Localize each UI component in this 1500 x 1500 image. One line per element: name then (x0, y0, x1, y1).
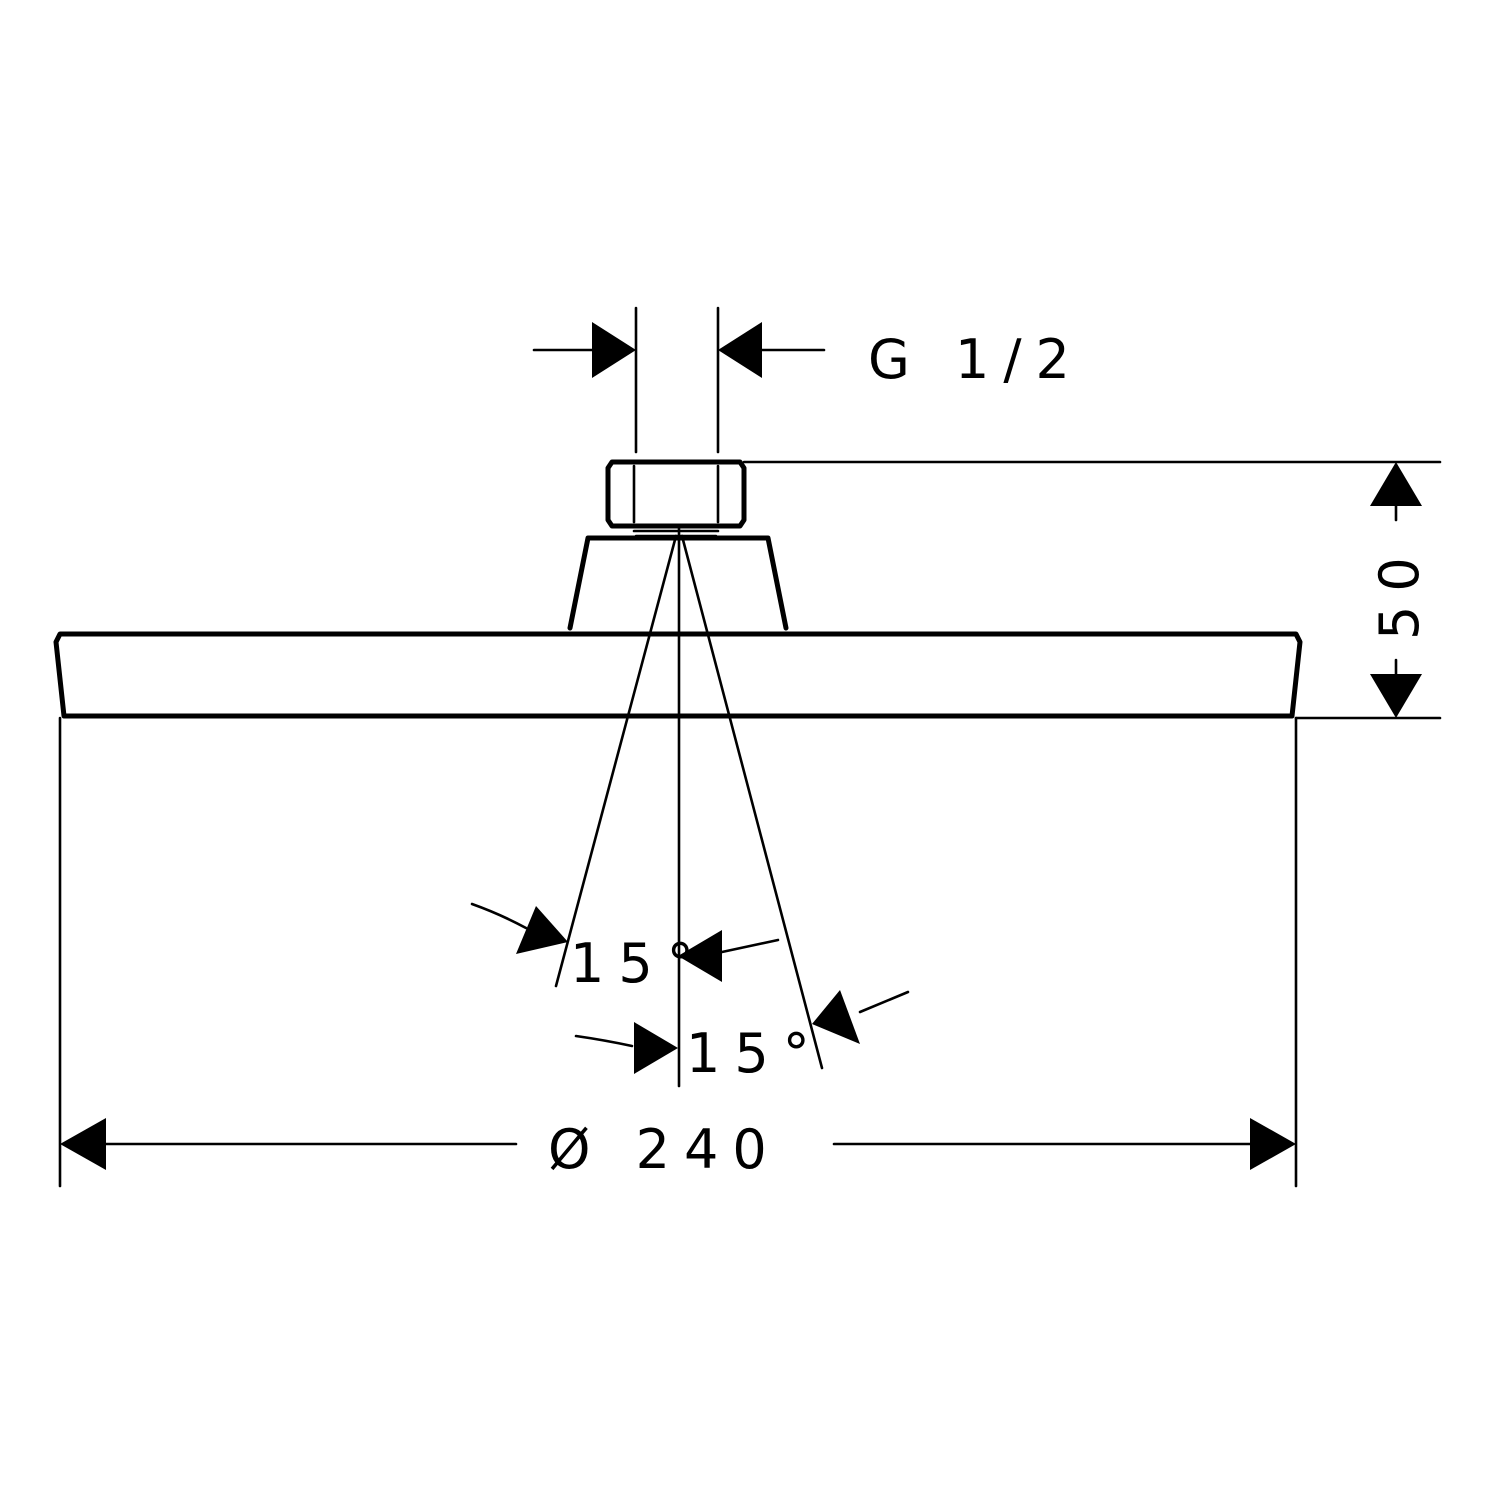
thread-dimension: G 1/2 (532, 306, 1084, 454)
angle-right-label: 15° (686, 1022, 824, 1085)
height-label: 50 (1368, 543, 1431, 640)
diameter-arrow-right (1250, 1118, 1296, 1170)
angle-right-arrow-outer (634, 1022, 678, 1074)
spray-line-right (680, 534, 824, 1070)
angle-left-arc-outer (470, 902, 528, 930)
angle-right-arc-outer (574, 1034, 634, 1048)
spray-geometry (554, 526, 824, 1088)
shower-disc (53, 631, 1303, 719)
spray-line-left (554, 534, 678, 988)
diameter-dimension: Ø 240 (58, 716, 1298, 1188)
spray-angle-left-dimension: 15° (470, 902, 780, 995)
connector-nut (605, 459, 747, 529)
angle-left-arc-inner (720, 938, 780, 954)
thread-label: G 1/2 (868, 328, 1084, 391)
angle-left-label: 15° (570, 932, 708, 995)
angle-right-arrow-inner (812, 990, 860, 1044)
angle-right-arc-inner (858, 990, 910, 1014)
thread-arrow-left (592, 322, 636, 378)
height-arrow-top (1370, 462, 1422, 506)
diameter-arrow-left (60, 1118, 106, 1170)
diameter-label: Ø 240 (548, 1118, 781, 1181)
height-arrow-bottom (1370, 674, 1422, 718)
angle-left-arrow-outer (516, 906, 568, 954)
thread-arrow-right (718, 322, 762, 378)
angle-left-arrow-inner (678, 930, 722, 982)
spray-angle-right-dimension: 15° (574, 990, 910, 1085)
height-dimension: 50 (742, 460, 1442, 720)
